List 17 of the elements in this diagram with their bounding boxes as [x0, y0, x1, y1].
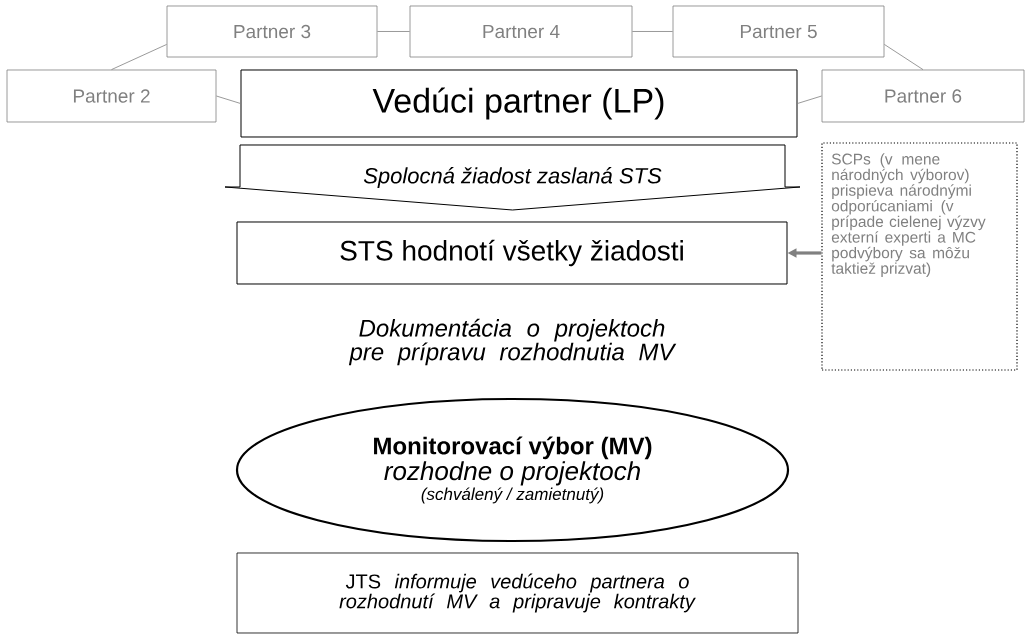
arrow-banner: Spolocná žiadost zaslaná STS: [224, 144, 801, 211]
process-box: STS hodnotí všetky žiadosti: [236, 221, 788, 285]
partner-box: Partner 3: [166, 5, 378, 58]
connector-line: [216, 95, 241, 104]
partner-box: Partner 5: [672, 5, 885, 58]
connector-line: [884, 44, 924, 70]
note-box: SCPs (v mene národných výborov) prispieva národnými odporúcaniami (v prípade cielenej výzvy externí experti a MC podvýbory sa môžu taktiež prizvat): [821, 142, 1018, 371]
process-box: JTS informuje vedúceho partnera o rozhodnutí MV a pripravuje kontrakty: [236, 552, 799, 634]
partner-box: Partner 2: [6, 69, 217, 123]
connector-line: [632, 31, 673, 32]
connector-line: [377, 31, 410, 32]
process-box: Vedúci partner (LP): [240, 69, 798, 138]
connector-line: [111, 44, 167, 70]
partner-box: Partner 4: [409, 5, 633, 58]
caption-text: Dokumentácia o projektoch pre prípravu rozhodnutia MV: [348, 318, 677, 366]
connector-line: [797, 95, 822, 104]
partner-box: Partner 6: [821, 69, 1025, 123]
